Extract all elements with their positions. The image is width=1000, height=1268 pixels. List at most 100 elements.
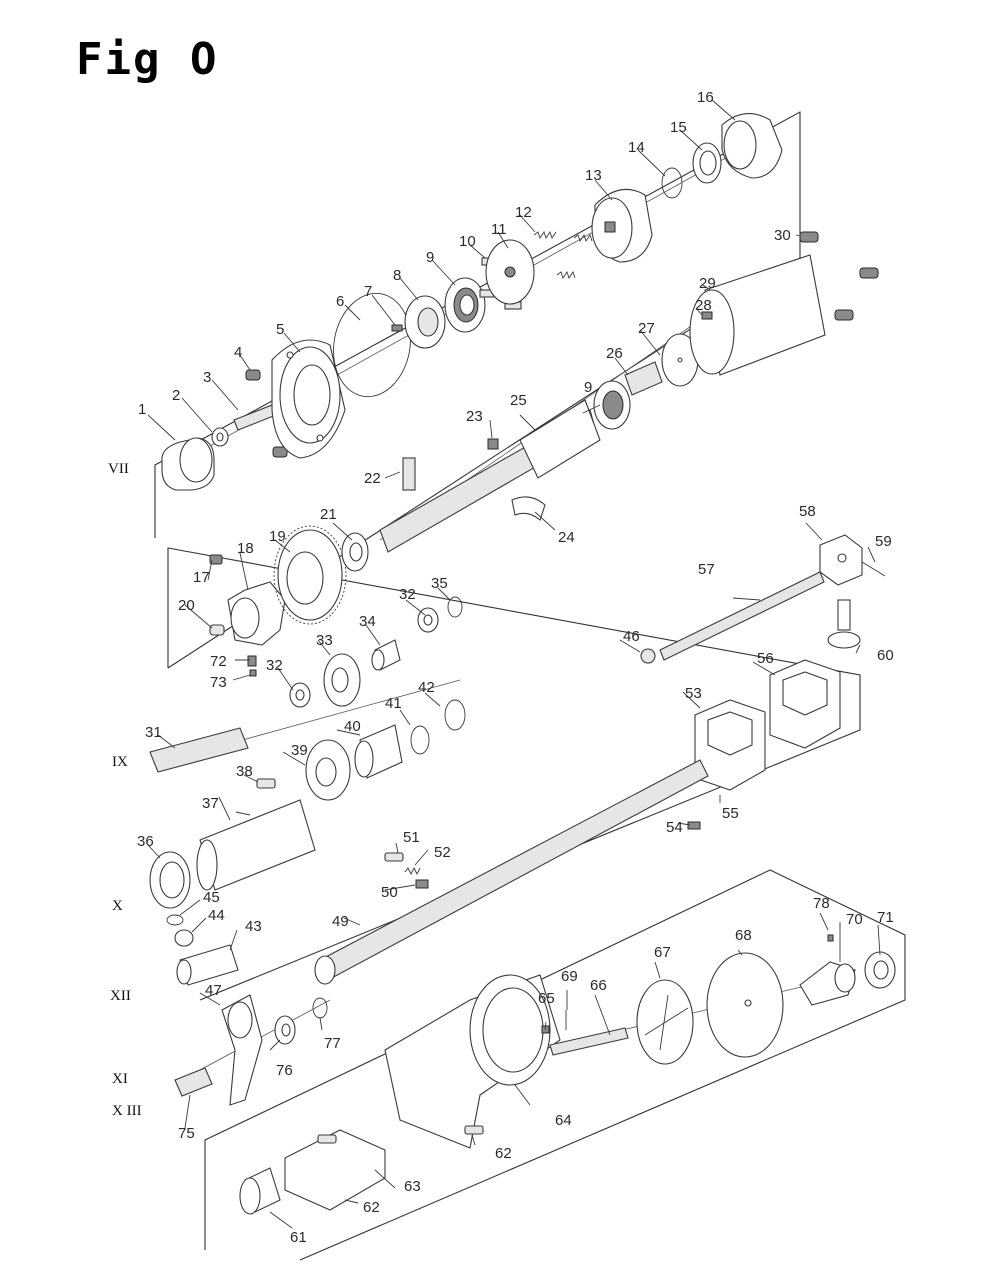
part-number-label: 53: [685, 685, 702, 702]
part-number-label: 23: [466, 408, 483, 425]
part-36-sleeve: [149, 851, 191, 909]
part-30-bolt: [834, 309, 854, 321]
part-11-plate: [485, 239, 535, 305]
part-number-label: 44: [208, 907, 225, 924]
part-number-label: 7: [364, 283, 372, 300]
part-34-bushing: [371, 639, 401, 671]
part-45-washer: [166, 914, 184, 926]
part-number-label: 1: [138, 401, 146, 418]
part-number-label: 73: [210, 674, 227, 691]
part-13-hub: [591, 188, 653, 263]
part-52-spring: [404, 866, 421, 876]
part-number-label: 66: [590, 977, 607, 994]
part-number-label: 36: [137, 833, 154, 850]
part-8-disc: [404, 295, 446, 349]
part-33-gear: [323, 653, 361, 707]
part-number-label: 8: [393, 267, 401, 284]
part-76-washer: [274, 1015, 296, 1045]
part-35-snap-ring: [447, 596, 463, 618]
part-number-label: 37: [202, 795, 219, 812]
section-label: VII: [108, 461, 129, 477]
part-16-coupling: [721, 113, 783, 179]
part-number-label: 26: [606, 345, 623, 362]
part-18-clutch: [227, 581, 286, 646]
part-9-bearing: [593, 380, 631, 430]
part-number-label: 50: [381, 884, 398, 901]
part-number-label: 42: [418, 679, 435, 696]
part-30-bolt: [799, 231, 819, 243]
part-number-label: 60: [877, 647, 894, 664]
part-46-plug: [640, 648, 656, 664]
part-50-screw: [415, 879, 429, 889]
part-2-nut: [211, 427, 229, 447]
part-number-label: 77: [324, 1035, 341, 1052]
part-12-spring: [556, 270, 576, 280]
part-number-label: 13: [585, 167, 602, 184]
part-20-pin: [209, 624, 225, 636]
axis-line: [199, 999, 331, 1071]
part-31-shaft: [149, 727, 249, 773]
part-number-label: 35: [431, 575, 448, 592]
part-number-label: 39: [291, 742, 308, 759]
part-number-label: 34: [359, 613, 376, 630]
part-number-label: 5: [276, 321, 284, 338]
part-number-label: 32: [266, 657, 283, 674]
part-5-flange: [271, 339, 346, 459]
part-60-stud: [827, 599, 861, 649]
part-49-main-shaft: [314, 759, 709, 985]
part-number-label: 45: [203, 889, 220, 906]
part-number-labels: 1 2 3 4 5 6 7 8 9 10 11 12 13 14 15 16 1…: [137, 89, 894, 1246]
section-label: XI: [112, 1071, 128, 1087]
part-number-label: 72: [210, 653, 227, 670]
part-32-washer: [417, 607, 439, 633]
part-number-label: 49: [332, 913, 349, 930]
part-number-label: 64: [555, 1112, 572, 1129]
part-number-label: 43: [245, 918, 262, 935]
part-1-cap: [161, 437, 215, 491]
part-number-label: 33: [316, 632, 333, 649]
part-47-lever: [221, 994, 263, 1106]
part-number-label: 18: [237, 540, 254, 557]
part-number-label: 47: [205, 982, 222, 999]
part-32-washer: [289, 682, 311, 708]
part-number-label: 24: [558, 529, 575, 546]
part-number-label: 2: [172, 387, 180, 404]
part-64-housing: [384, 974, 561, 1149]
part-number-label: 63: [404, 1178, 421, 1195]
part-4-screw: [272, 446, 288, 458]
part-6-oring: [333, 292, 411, 398]
part-26-coupler: [624, 361, 663, 396]
part-30-bolt: [859, 267, 879, 279]
part-number-label: 19: [269, 528, 286, 545]
part-number-label: 41: [385, 695, 402, 712]
part-number-label: 40: [344, 718, 361, 735]
part-number-label: 58: [799, 503, 816, 520]
part-number-label: 21: [320, 506, 337, 523]
part-38-key: [256, 778, 276, 789]
part-56-fork-block: [769, 659, 841, 749]
part-24-clip: [511, 496, 546, 521]
section-label: IX: [112, 754, 128, 770]
part-19-gear: [273, 525, 347, 625]
part-12-spring: [533, 230, 557, 240]
part-70-cone: [799, 961, 856, 1006]
part-68-disc: [706, 952, 784, 1058]
part-43-cam: [176, 944, 239, 986]
section-label: XII: [110, 988, 131, 1004]
part-44-screw: [174, 929, 194, 947]
part-number-label: 32: [399, 586, 416, 603]
part-53-fork-block: [694, 699, 766, 791]
leader-lines: [147, 99, 881, 1229]
part-number-label: 56: [757, 650, 774, 667]
part-61-sleeve: [239, 1167, 281, 1215]
part-number-label: 16: [697, 89, 714, 106]
part-number-label: 9: [584, 379, 592, 396]
part-number-label: 17: [193, 569, 210, 586]
part-62-pin: [317, 1134, 337, 1144]
part-54-pin: [687, 821, 701, 830]
part-number-label: 78: [813, 895, 830, 912]
part-23-screw: [487, 438, 499, 450]
part-number-label: 59: [875, 533, 892, 550]
part-number-label: 76: [276, 1062, 293, 1079]
